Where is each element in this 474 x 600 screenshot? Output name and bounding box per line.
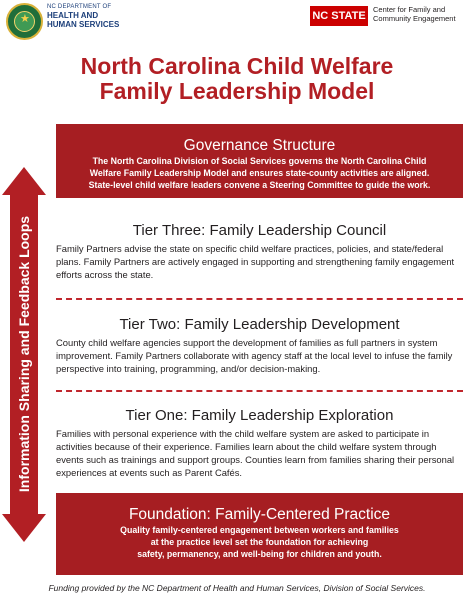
- tier-two-body: County child welfare agencies support th…: [56, 337, 453, 374]
- tier-two-title: Tier Two: Family Leadership Development: [119, 316, 400, 333]
- foundation-body: Quality family-centered engagement betwe…: [56, 524, 463, 560]
- tier-three-body: Family Partners advise the state on spec…: [56, 243, 455, 280]
- foundation-line-3: safety, permanency, and well-being for c…: [137, 549, 382, 559]
- tier-one-body: Families with personal experience with t…: [56, 428, 455, 478]
- dhhs-line-2: HEALTH AND: [47, 11, 99, 20]
- governance-line-1: The North Carolina Division of Social Se…: [92, 156, 427, 166]
- center-name: Center for Family and Community Engageme…: [373, 5, 473, 23]
- feedback-loop-arrow: Information Sharing and Feedback Loops: [2, 167, 46, 542]
- center-line-1: Center for Family and: [373, 5, 446, 14]
- title-line-2: Family Leadership Model: [99, 78, 375, 104]
- title-line-1: North Carolina Child Welfare: [80, 53, 394, 79]
- nc-dhhs-logo-text: NC DEPARTMENT OF HEALTH AND HUMAN SERVIC…: [47, 4, 137, 29]
- tier-two: Tier Two: Family Leadership Development …: [56, 316, 463, 375]
- tier-one-title: Tier One: Family Leadership Exploration: [125, 407, 394, 424]
- foundation-title: Foundation: Family-Centered Practice: [128, 506, 391, 523]
- governance-title: Governance Structure: [183, 137, 336, 154]
- governance-box: Governance Structure The North Carolina …: [56, 124, 463, 198]
- arrow-label: Information Sharing and Feedback Loops: [16, 215, 32, 493]
- funding-note: Funding provided by the NC Department of…: [48, 583, 426, 593]
- dhhs-line-3: HUMAN SERVICES: [47, 20, 120, 29]
- arrow-shaft: [10, 193, 38, 516]
- header: ★ NC DEPARTMENT OF HEALTH AND HUMAN SERV…: [0, 0, 474, 44]
- arrow-down-icon: [2, 514, 46, 542]
- arrow-up-icon: [2, 167, 46, 195]
- foundation-line-1: Quality family-centered engagement betwe…: [120, 525, 399, 535]
- divider: [56, 298, 463, 300]
- nc-dhhs-seal-logo: ★: [6, 3, 43, 40]
- governance-line-2: Welfare Family Leadership Model and ensu…: [89, 168, 430, 178]
- governance-line-3: State-level child welfare leaders conven…: [88, 180, 431, 190]
- nc-state-logo: NC STATE: [310, 6, 368, 26]
- page-title: North Carolina Child Welfare Family Lead…: [0, 54, 474, 104]
- seal-inner: [14, 11, 35, 32]
- tier-three-title: Tier Three: Family Leadership Council: [132, 222, 387, 239]
- center-line-2: Community Engagement: [373, 14, 456, 23]
- tier-three: Tier Three: Family Leadership Council Fa…: [56, 222, 463, 281]
- foundation-box: Foundation: Family-Centered Practice Qua…: [56, 493, 463, 575]
- governance-body: The North Carolina Division of Social Se…: [56, 155, 463, 191]
- dhhs-line-1: NC DEPARTMENT OF: [47, 4, 112, 10]
- seal-star-icon: ★: [20, 13, 30, 25]
- tier-one: Tier One: Family Leadership Exploration …: [56, 407, 463, 479]
- divider: [56, 390, 463, 392]
- foundation-line-2: at the practice level set the foundation…: [150, 537, 369, 547]
